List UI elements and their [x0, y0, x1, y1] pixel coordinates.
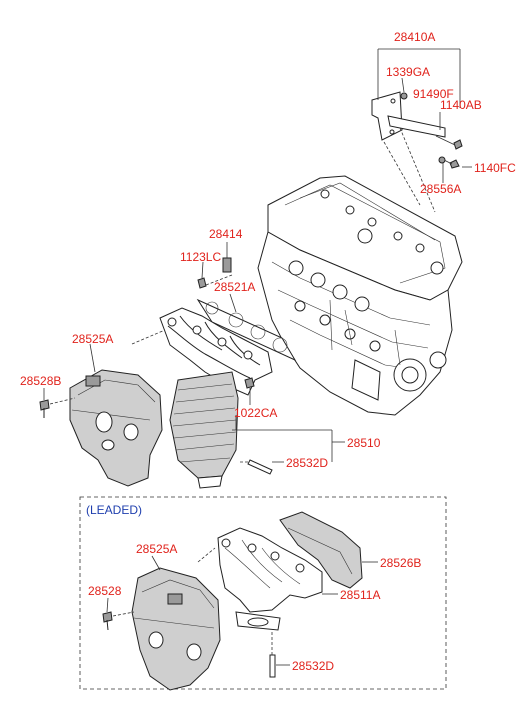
manifold-catalyst-28510 [159, 307, 273, 489]
label-1123LC: 1123LC [180, 250, 221, 264]
leader-lines-bracket [377, 48, 472, 183]
label-28410A: 28410A [394, 30, 435, 44]
leaded-section-box [79, 496, 447, 690]
label-28532D-bottom: 28532D [292, 659, 334, 673]
label-28510: 28510 [347, 436, 381, 450]
label-28526B: 28526B [380, 556, 421, 570]
leader-lines-28510 [232, 415, 345, 463]
label-1140AB: 1140AB [440, 98, 482, 112]
heat-shield-28525A-top [69, 329, 166, 487]
label-1022CA: 1022CA [234, 406, 277, 420]
bracket-28410A [371, 91, 463, 213]
label-28556A: 28556A [420, 182, 461, 196]
bolt-28528B [39, 388, 76, 418]
heat-shield-28526B [279, 511, 378, 589]
label-28414: 28414 [209, 227, 243, 241]
label-28525A-top: 28525A [72, 332, 113, 346]
label-91490F: 91490F [413, 87, 454, 101]
label-28528: 28528 [88, 584, 122, 598]
stud-28532D-bottom [269, 632, 290, 678]
label-28511A: 28511A [340, 588, 380, 602]
label-1140FC: 1140FC [474, 161, 516, 175]
gasket-28521A [196, 293, 297, 362]
engine-block-illustration [257, 175, 463, 416]
label-1339GA: 1339GA [386, 65, 430, 79]
label-28521A: 28521A [214, 280, 255, 294]
leaded-section-label: (LEADED) [86, 503, 142, 517]
manifold-28511A [217, 527, 338, 631]
bolt-28528 [102, 597, 135, 631]
heat-shield-28525A-bottom [131, 547, 221, 691]
label-28528B: 28528B [20, 374, 61, 388]
clip-28414 [197, 242, 233, 289]
label-28532D-top: 28532D [286, 456, 328, 470]
label-28525A-bottom: 28525A [136, 542, 177, 556]
